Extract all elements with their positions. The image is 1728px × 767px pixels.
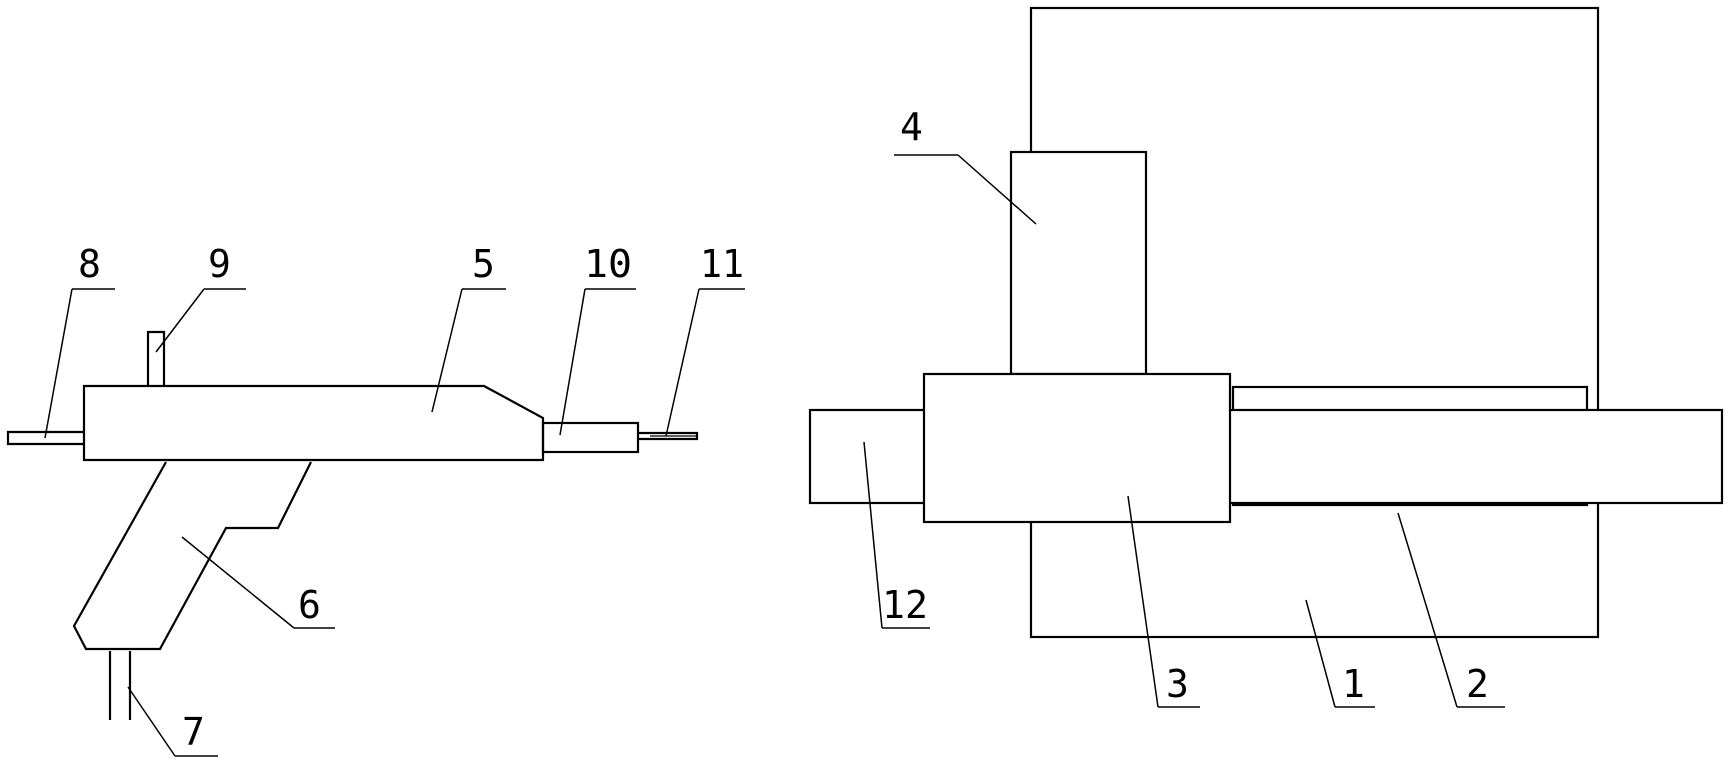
leader-1-diag [1305, 599, 1336, 708]
leader-12-diag [863, 441, 883, 629]
part-labels: 8 9 5 10 11 4 6 7 12 3 1 2 [78, 105, 1489, 754]
station-figure [808, 6, 1724, 639]
leader-8-diag [44, 288, 73, 439]
leader-4-diag [957, 154, 1037, 225]
leader-9-diag [155, 288, 205, 353]
label-part-11: 11 [700, 242, 744, 286]
label-part-3: 3 [1166, 662, 1189, 706]
leader-3-diag [1127, 495, 1159, 708]
leader-10-diag [559, 288, 586, 436]
label-part-2: 2 [1466, 662, 1489, 706]
label-part-1: 1 [1342, 662, 1365, 706]
part-5-barrel [82, 384, 545, 462]
leader-11-diag [665, 288, 700, 437]
leader-5-diag [431, 288, 463, 413]
leader-2-diag [1397, 512, 1458, 708]
leader-7-diag [127, 686, 176, 757]
label-part-12: 12 [882, 583, 928, 627]
leader-6-diag [181, 536, 295, 629]
label-part-5: 5 [472, 242, 495, 286]
part-7-post [108, 651, 132, 720]
leader-lines [44, 154, 1505, 757]
part-6-handle [72, 461, 312, 651]
part-4-column [1009, 150, 1148, 376]
part-3-carriage [922, 372, 1232, 524]
label-part-7: 7 [182, 710, 205, 754]
part-9-tube [146, 330, 166, 387]
label-part-6: 6 [298, 583, 321, 627]
label-part-9: 9 [208, 242, 231, 286]
part-10-nozzle [541, 421, 640, 454]
label-part-8: 8 [78, 242, 101, 286]
gun-figure [6, 330, 699, 720]
label-part-10: 10 [584, 242, 632, 286]
label-part-4: 4 [900, 105, 923, 149]
